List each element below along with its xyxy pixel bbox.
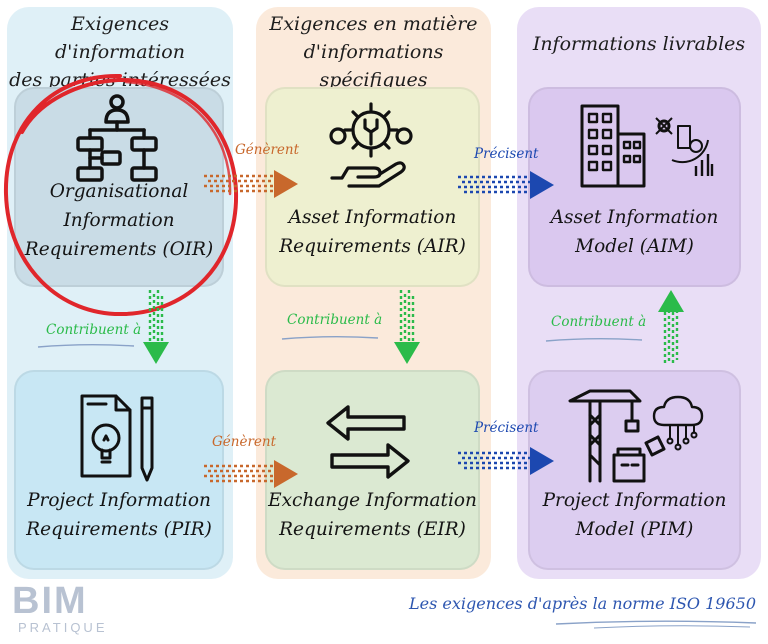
label-underline-oir-pir (37, 344, 135, 348)
arrow-oir-to-pir (143, 290, 169, 364)
exchange-arrows-icon (326, 405, 410, 479)
arrow-oir-to-air (204, 170, 298, 198)
label-underline-pim-aim (545, 338, 643, 342)
logo-top-text: BIM (12, 580, 88, 622)
org-chart-icon (76, 94, 158, 182)
logo-bottom-text: PRATIQUE (18, 620, 108, 635)
label-pim-aim: Contribuent à (551, 314, 647, 330)
label-eir-pim: Précisent (474, 420, 539, 436)
crane-cloud-icon (568, 389, 704, 483)
document-lightbulb-icon (80, 394, 154, 482)
label-oir-pir: Contribuent à (46, 322, 142, 338)
label-air-eir: Contribuent à (287, 312, 383, 328)
label-oir-air: Génèrent (235, 142, 300, 158)
arrow-eir-to-pim (458, 447, 554, 475)
arrow-air-to-aim (458, 171, 554, 199)
footer-caption: Les exigences d'après la norme ISO 19650 (408, 594, 756, 613)
column-title-deliverables: Informations livrables (532, 33, 746, 55)
bim-pratique-logo: BIM PRATIQUE (12, 582, 112, 636)
arrow-pim-to-aim (658, 290, 684, 366)
highlight-circle (3, 73, 239, 317)
label-air-aim: Précisent (474, 146, 539, 162)
buildings-analytics-icon (580, 104, 714, 188)
label-underline-air-eir (281, 336, 379, 340)
arrow-air-to-eir (394, 290, 420, 364)
label-pir-eir: Génèrent (212, 434, 277, 450)
arrow-pir-to-eir (204, 460, 298, 488)
gear-hand-icon (329, 102, 413, 188)
footer-caption-underline (555, 620, 757, 629)
